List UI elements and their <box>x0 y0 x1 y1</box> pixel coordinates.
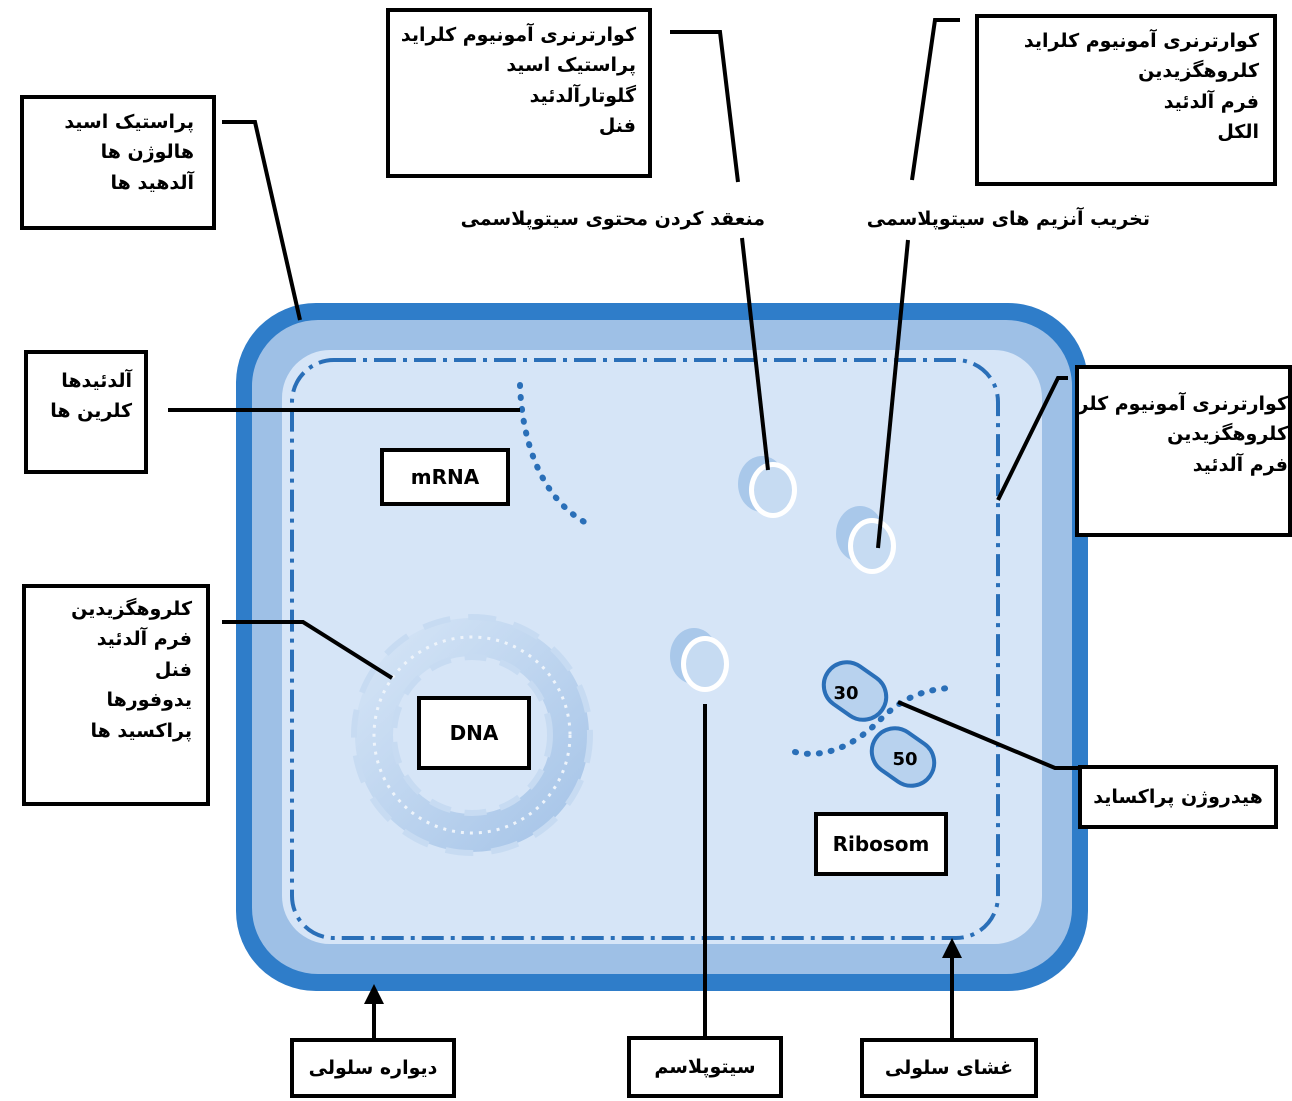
agent-text: کوارترنری آمونیوم کلراید <box>1023 30 1259 52</box>
agents-top-left-box: پراستیک اسید هالوژن ها آلدهید ها <box>20 95 216 230</box>
cell-membrane-label: غشای سلولی <box>860 1038 1038 1098</box>
agents-top-middle-box: کوارترنری آمونیوم کلراید پراستیک اسید گل… <box>386 8 652 178</box>
agent-text: آلدهید ها <box>110 171 194 194</box>
agent-text: کلرین ها <box>50 400 132 423</box>
cytoplasm-label: سیتوپلاسم <box>627 1036 783 1098</box>
dna-label: DNA <box>417 696 531 770</box>
agent-text: کلروهگزیدین <box>1167 423 1288 446</box>
arrow-cell-membrane <box>942 938 962 1038</box>
agent-text: کوارترنری آمونیوم کلراید <box>400 24 636 46</box>
agents-top-right-box: کوارترنری آمونیوم کلراید کلروهگزیدین فرم… <box>975 14 1277 186</box>
vesicle-right <box>836 506 896 574</box>
leader-dna <box>222 620 394 680</box>
agent-text: پراکسید ها <box>90 719 192 742</box>
vesicle-upper <box>738 456 797 518</box>
agent-text: کوارترنری آمونیوم کلراید <box>1075 393 1288 415</box>
agents-membrane-box: کوارترنری آمونیوم کلراید کلروهگزیدین فرم… <box>1075 365 1292 537</box>
agent-text: فرم آلدئید <box>1163 90 1259 113</box>
agent-text: فرم آلدئید <box>1192 453 1288 476</box>
ribosome-subunit-50: 50 <box>892 749 917 770</box>
mrna-strand <box>517 382 593 528</box>
agents-mrna-box: آلدئیدها کلرین ها <box>24 350 148 474</box>
cell-membrane-line <box>290 358 1000 940</box>
agent-text: الکل <box>1217 121 1259 144</box>
effect-enzyme-label: تخریب آنزیم های سیتوپلاسمی <box>866 208 1150 230</box>
dna-helix <box>351 614 593 856</box>
agent-text: گلوتارآلدئید <box>529 84 636 107</box>
leader-top-left <box>222 120 302 321</box>
ribosome: 30 50 <box>792 660 953 788</box>
leader-enzyme <box>876 239 910 549</box>
leader-lines <box>168 18 1078 1036</box>
leader-top-right <box>910 18 960 181</box>
agent-text: فرم آلدئید <box>96 628 192 651</box>
cell-wall-label: دیواره سلولی <box>290 1038 456 1098</box>
agent-text: کلروهگزیدین <box>1138 60 1259 83</box>
leader-coagulation <box>740 237 770 471</box>
ribosome-label: Ribosom <box>814 812 948 876</box>
agent-text: هالوژن ها <box>100 141 194 164</box>
agent-text: یدوفورها <box>106 689 192 712</box>
effect-coagulation-label: منعقد کردن محتوی سیتوپلاسمی <box>460 208 765 230</box>
ribosome-subunit-30: 30 <box>833 683 858 704</box>
agent-text: کلروهگزیدین <box>71 598 192 620</box>
agents-dna-box: کلروهگزیدین فرم آلدئید فنل یدوفورها پراک… <box>22 584 210 806</box>
agent-text: فنل <box>598 115 636 138</box>
vesicle-center <box>670 628 729 692</box>
agent-text: پراستیک اسید <box>506 54 636 77</box>
ribosome-agent-box: هیدروژن پراکساید <box>1078 765 1278 829</box>
leader-top-middle <box>670 30 740 183</box>
arrow-cell-wall <box>364 984 384 1038</box>
leader-ribosome <box>897 700 1078 770</box>
agent-text: پراستیک اسید <box>64 111 194 133</box>
leader-membrane <box>996 376 1068 501</box>
mrna-label: mRNA <box>380 448 510 506</box>
agent-text: فنل <box>154 658 192 681</box>
agent-text: آلدئیدها <box>61 370 132 392</box>
